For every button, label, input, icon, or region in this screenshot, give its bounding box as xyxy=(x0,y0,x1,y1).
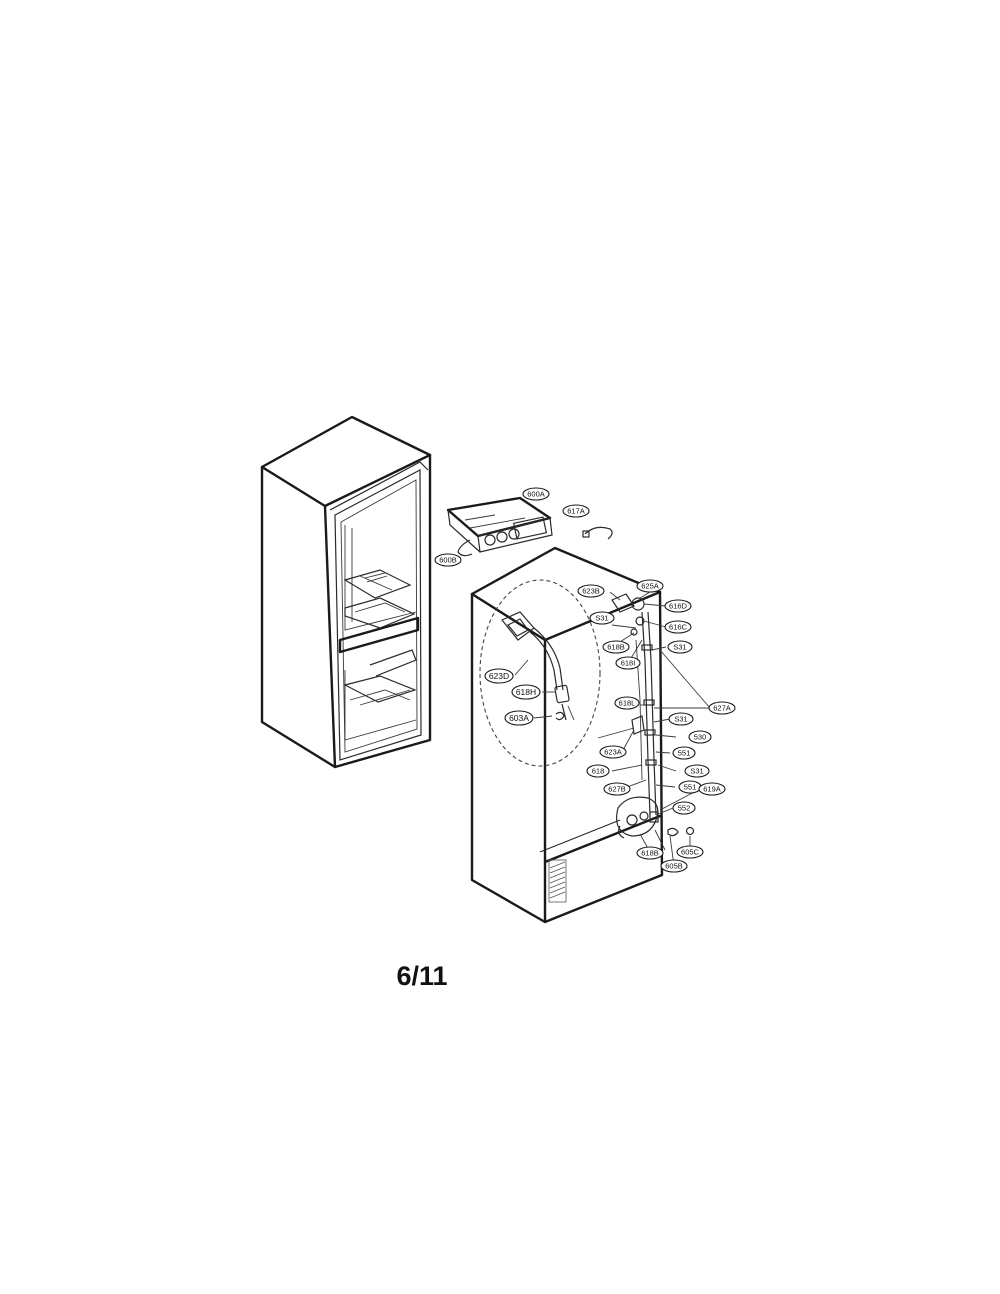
callout-605C: 605C xyxy=(676,845,704,859)
callout-label-text: 616D xyxy=(669,602,688,611)
ice-maker-assembly xyxy=(446,496,613,557)
callout-627B: 627B xyxy=(603,782,631,796)
callout-label-text: S31 xyxy=(673,643,686,652)
callout-labels: 600A 617A 600B 623B 625A 616D 616C S31 6… xyxy=(434,487,736,873)
vent-grille xyxy=(548,859,567,903)
callout-label-text: S31 xyxy=(690,767,703,776)
callout-label-text: 625A xyxy=(641,582,659,591)
callout-530: 530 xyxy=(688,730,712,744)
callout-623D: 623D xyxy=(484,668,514,684)
callout-551-b: 551 xyxy=(678,780,702,794)
callout-619A: 619A xyxy=(698,782,726,796)
callout-label-text: 627B xyxy=(608,785,626,794)
callout-616C: 616C xyxy=(664,620,692,634)
callout-label-text: 623A xyxy=(604,748,622,757)
detail-callout-circle xyxy=(479,579,601,767)
callout-label-text: 605C xyxy=(681,848,700,857)
callout-600A: 600A xyxy=(522,487,550,501)
callout-label-text: 618B xyxy=(641,849,659,858)
callout-616D: 616D xyxy=(664,599,692,613)
callout-625A: 625A xyxy=(636,579,664,593)
callout-label-text: 605B xyxy=(665,862,683,871)
callout-label-text: 623D xyxy=(489,671,509,681)
callout-618L: 618L xyxy=(614,696,640,710)
callout-618: 618 xyxy=(586,764,610,778)
callout-label-text: 552 xyxy=(678,804,691,813)
callout-618H: 618H xyxy=(511,684,541,700)
callout-label-text: 600A xyxy=(527,490,545,499)
callout-S31-a: S31 xyxy=(589,611,615,625)
callout-label-text: 618L xyxy=(619,699,636,708)
callout-label-text: 600B xyxy=(439,556,457,565)
callout-618I: 618I xyxy=(615,656,641,670)
callout-label-text: 618I xyxy=(621,659,636,668)
callout-label-text: 551 xyxy=(684,783,697,792)
callout-623A: 623A xyxy=(599,745,627,759)
callout-label-text: 551 xyxy=(678,749,691,758)
callout-label-text: 618H xyxy=(516,687,536,697)
callout-label-text: 623B xyxy=(582,587,600,596)
callout-label-text: S31 xyxy=(595,614,608,623)
callout-552: 552 xyxy=(672,801,696,815)
water-line-assembly xyxy=(597,585,711,867)
callout-617A: 617A xyxy=(562,504,590,518)
callout-label-text: 618 xyxy=(592,767,605,776)
callout-605B: 605B xyxy=(660,859,688,873)
callout-label-text: 617A xyxy=(567,507,585,516)
callout-label-text: 616C xyxy=(669,623,688,632)
callout-623B: 623B xyxy=(577,584,605,598)
callout-S31-d: S31 xyxy=(684,764,710,778)
callout-618B-lower: 618B xyxy=(636,846,664,860)
callout-S31-b: S31 xyxy=(667,640,693,654)
callout-618B: 618B xyxy=(602,640,630,654)
callout-S31-c: S31 xyxy=(668,712,694,726)
right-cabinet xyxy=(470,546,664,924)
callout-label-text: 530 xyxy=(694,733,707,742)
callout-label-text: S31 xyxy=(674,715,687,724)
callout-label-text: 627A xyxy=(713,704,731,713)
callout-603A: 603A xyxy=(504,710,534,726)
callout-label-text: 619A xyxy=(703,785,721,794)
left-cabinet xyxy=(260,415,432,769)
callout-600B: 600B xyxy=(434,553,462,567)
callout-551-a: 551 xyxy=(672,746,696,760)
callout-627A: 627A xyxy=(708,701,736,715)
callout-label-text: 603A xyxy=(509,713,529,723)
callout-label-text: 618B xyxy=(607,643,625,652)
callout-label-text: 6/11 xyxy=(396,961,447,991)
